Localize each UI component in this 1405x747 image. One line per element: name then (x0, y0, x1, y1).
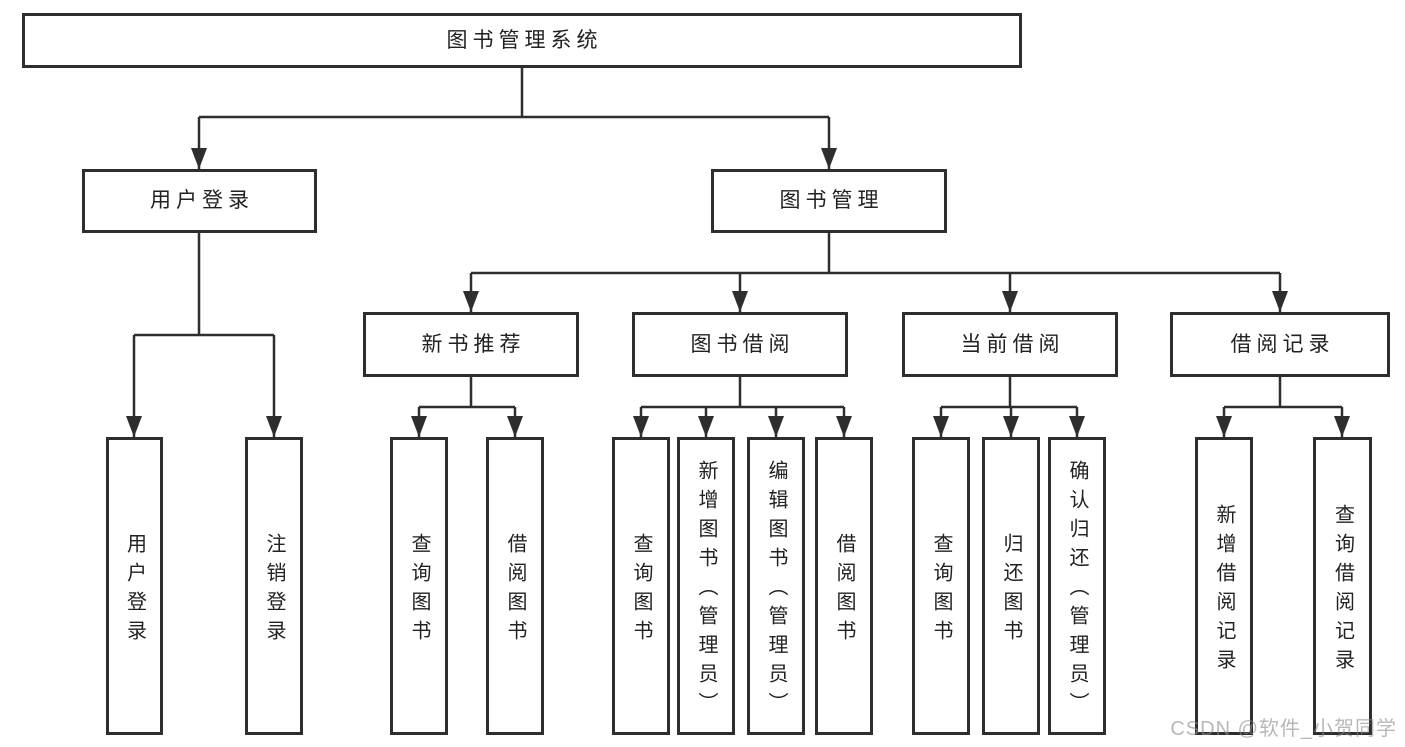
node-current-borrowing: 当前借阅 (902, 312, 1118, 377)
node-user-login: 用户登录 (82, 169, 317, 233)
node-label: 确认归还（管理员） (1066, 460, 1088, 721)
node-leaf-borrow-books-1: 借阅图书 (486, 437, 544, 735)
node-leaf-query-books-2: 查询图书 (612, 437, 670, 735)
node-leaf-add-borrow-record: 新增借阅记录 (1195, 437, 1253, 735)
node-label: 图书管理 (779, 189, 884, 213)
node-label: 编辑图书（管理员） (765, 460, 787, 721)
watermark: CSDN @软件_小贺同学 (1170, 718, 1397, 740)
node-leaf-query-borrow-record: 查询借阅记录 (1313, 437, 1372, 735)
node-label: 图书借阅 (690, 332, 795, 356)
node-leaf-query-books-3: 查询图书 (912, 437, 970, 735)
node-label: 新增图书（管理员） (695, 460, 717, 721)
node-label: 图书管理系统 (446, 28, 603, 52)
node-label: 借阅图书 (833, 532, 855, 649)
node-book-management: 图书管理 (711, 169, 947, 233)
node-leaf-add-book-admin: 新增图书（管理员） (677, 437, 735, 735)
node-label: 注销登录 (263, 532, 285, 649)
node-label: 用户登录 (150, 189, 254, 213)
node-new-book-recommendation: 新书推荐 (363, 312, 579, 377)
node-leaf-logout: 注销登录 (245, 437, 303, 735)
node-label: 当前借阅 (960, 332, 1065, 356)
connector-rails (134, 68, 1342, 409)
node-label: 新增借阅记录 (1213, 503, 1235, 678)
node-label: 查询图书 (408, 532, 430, 649)
node-borrowing-records: 借阅记录 (1170, 312, 1390, 377)
node-book-borrowing: 图书借阅 (632, 312, 848, 377)
node-label: 归还图书 (1000, 532, 1022, 649)
node-label: 查询图书 (630, 532, 652, 649)
node-label: 借阅记录 (1230, 332, 1335, 356)
node-label: 用户登录 (123, 532, 146, 649)
node-leaf-edit-book-admin: 编辑图书（管理员） (747, 437, 805, 735)
node-leaf-return-books: 归还图书 (982, 437, 1040, 735)
node-library-management-system: 图书管理系统 (22, 13, 1022, 68)
node-label: 查询借阅记录 (1331, 503, 1354, 678)
node-leaf-user-login: 用户登录 (106, 437, 163, 735)
node-label: 新书推荐 (421, 332, 526, 356)
node-label: 查询图书 (930, 532, 952, 649)
node-leaf-confirm-return-admin: 确认归还（管理员） (1048, 437, 1106, 735)
node-label: 借阅图书 (504, 532, 526, 649)
node-leaf-borrow-books-2: 借阅图书 (815, 437, 873, 735)
node-leaf-query-books-1: 查询图书 (390, 437, 448, 735)
